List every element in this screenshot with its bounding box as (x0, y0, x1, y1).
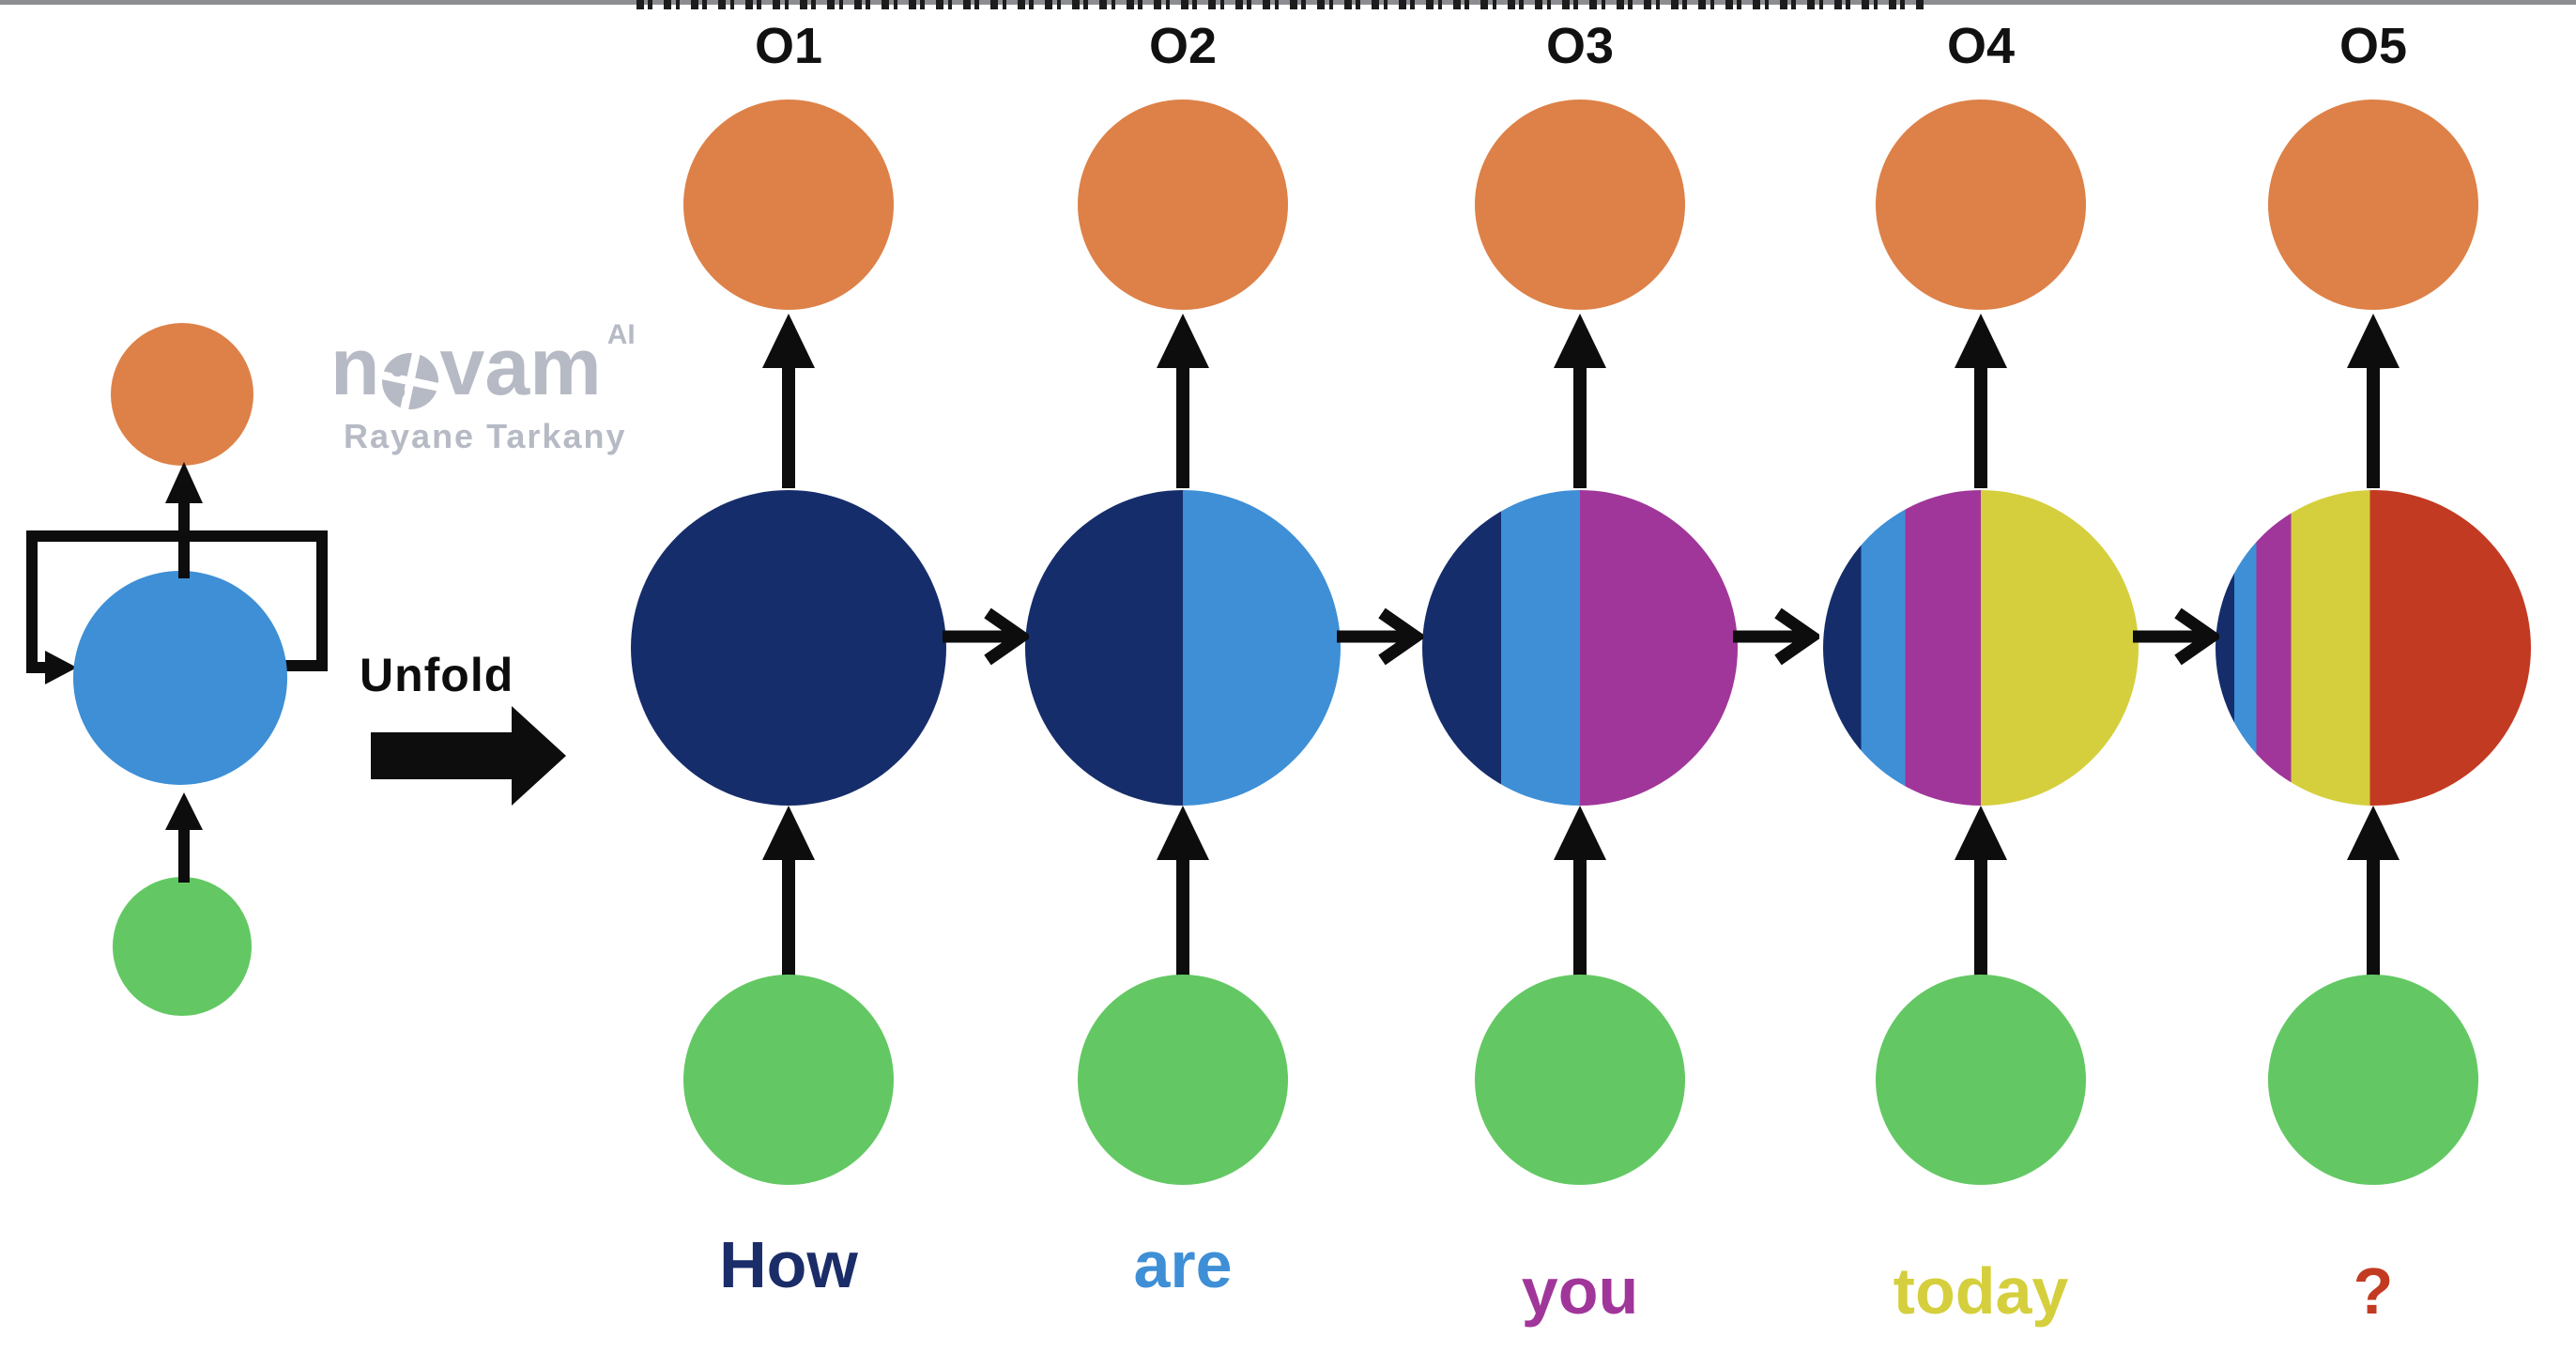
folded-hidden-to-output-arrow (165, 462, 203, 578)
hidden-state-node (1823, 490, 2139, 806)
input-node (1078, 975, 1288, 1185)
output-node (2268, 100, 2478, 310)
hidden-to-output-arrow (1157, 314, 1209, 488)
input-node (1876, 975, 2086, 1185)
output-node (1078, 100, 1288, 310)
input-word: are (1133, 1228, 1233, 1301)
input-to-hidden-arrow (1554, 806, 1606, 980)
watermark-author: Rayane Tarkany (344, 417, 627, 455)
folded-input-to-hidden-arrow (165, 792, 203, 883)
hidden-to-hidden-arrow-3 (1733, 607, 1819, 666)
recurrent-loop-left (26, 530, 38, 673)
input-node (1475, 975, 1685, 1185)
input-node (2268, 975, 2478, 1185)
output-node (1475, 100, 1685, 310)
hidden-state-node (1422, 490, 1738, 806)
recurrent-loop-arrowhead (45, 651, 77, 684)
input-word: How (719, 1228, 858, 1301)
input-node (683, 975, 894, 1185)
output-label: O3 (1545, 18, 1615, 74)
input-to-hidden-arrow (1157, 806, 1209, 980)
hidden-state-node (2216, 490, 2531, 806)
recurrent-loop-right (316, 530, 328, 671)
output-label: O1 (754, 18, 823, 74)
timestep-column-5: O5 ? (2216, 0, 2531, 1352)
unfold-label: Unfold (360, 649, 514, 701)
timestep-column-2: O2 are (1025, 0, 1341, 1352)
input-word: today (1893, 1254, 2069, 1328)
timestep-column-3: O3 you (1422, 0, 1738, 1352)
hidden-to-hidden-arrow-4 (2133, 607, 2219, 666)
folded-output-node (111, 323, 253, 466)
input-to-hidden-arrow (762, 806, 815, 980)
brand-prefix: n (330, 322, 380, 412)
timestep-column-1: O1 How (631, 0, 946, 1352)
input-to-hidden-arrow (2347, 806, 2400, 980)
unfold-arrow (371, 706, 566, 806)
hidden-to-output-arrow (762, 314, 815, 488)
input-word: you (1521, 1254, 1639, 1328)
hidden-to-output-arrow (1554, 314, 1606, 488)
recurrent-loop-arrow-shaft (26, 662, 49, 673)
hidden-state-node (631, 490, 946, 806)
novam-o-icon (377, 342, 442, 414)
hidden-to-hidden-arrow-2 (1337, 607, 1423, 666)
input-word: ? (2353, 1254, 2394, 1328)
output-node (1876, 100, 2086, 310)
hidden-to-output-arrow (1955, 314, 2007, 488)
folded-input-node (113, 877, 252, 1016)
output-label: O5 (2338, 18, 2408, 74)
hidden-to-hidden-arrow-1 (943, 607, 1029, 666)
folded-hidden-node (73, 571, 287, 785)
brand-superscript: AI (606, 319, 636, 350)
cropped-text-strip (636, 0, 1926, 9)
input-to-hidden-arrow (1955, 806, 2007, 980)
recurrent-loop-top (26, 530, 328, 542)
hidden-to-output-arrow (2347, 314, 2400, 488)
output-node (683, 100, 894, 310)
brand-suffix: vam (439, 322, 602, 412)
recurrent-loop-connector (284, 660, 328, 671)
timestep-column-4: O4 today (1823, 0, 2139, 1352)
output-label: O2 (1148, 18, 1218, 74)
output-label: O4 (1946, 18, 2016, 74)
hidden-state-node (1025, 490, 1341, 806)
